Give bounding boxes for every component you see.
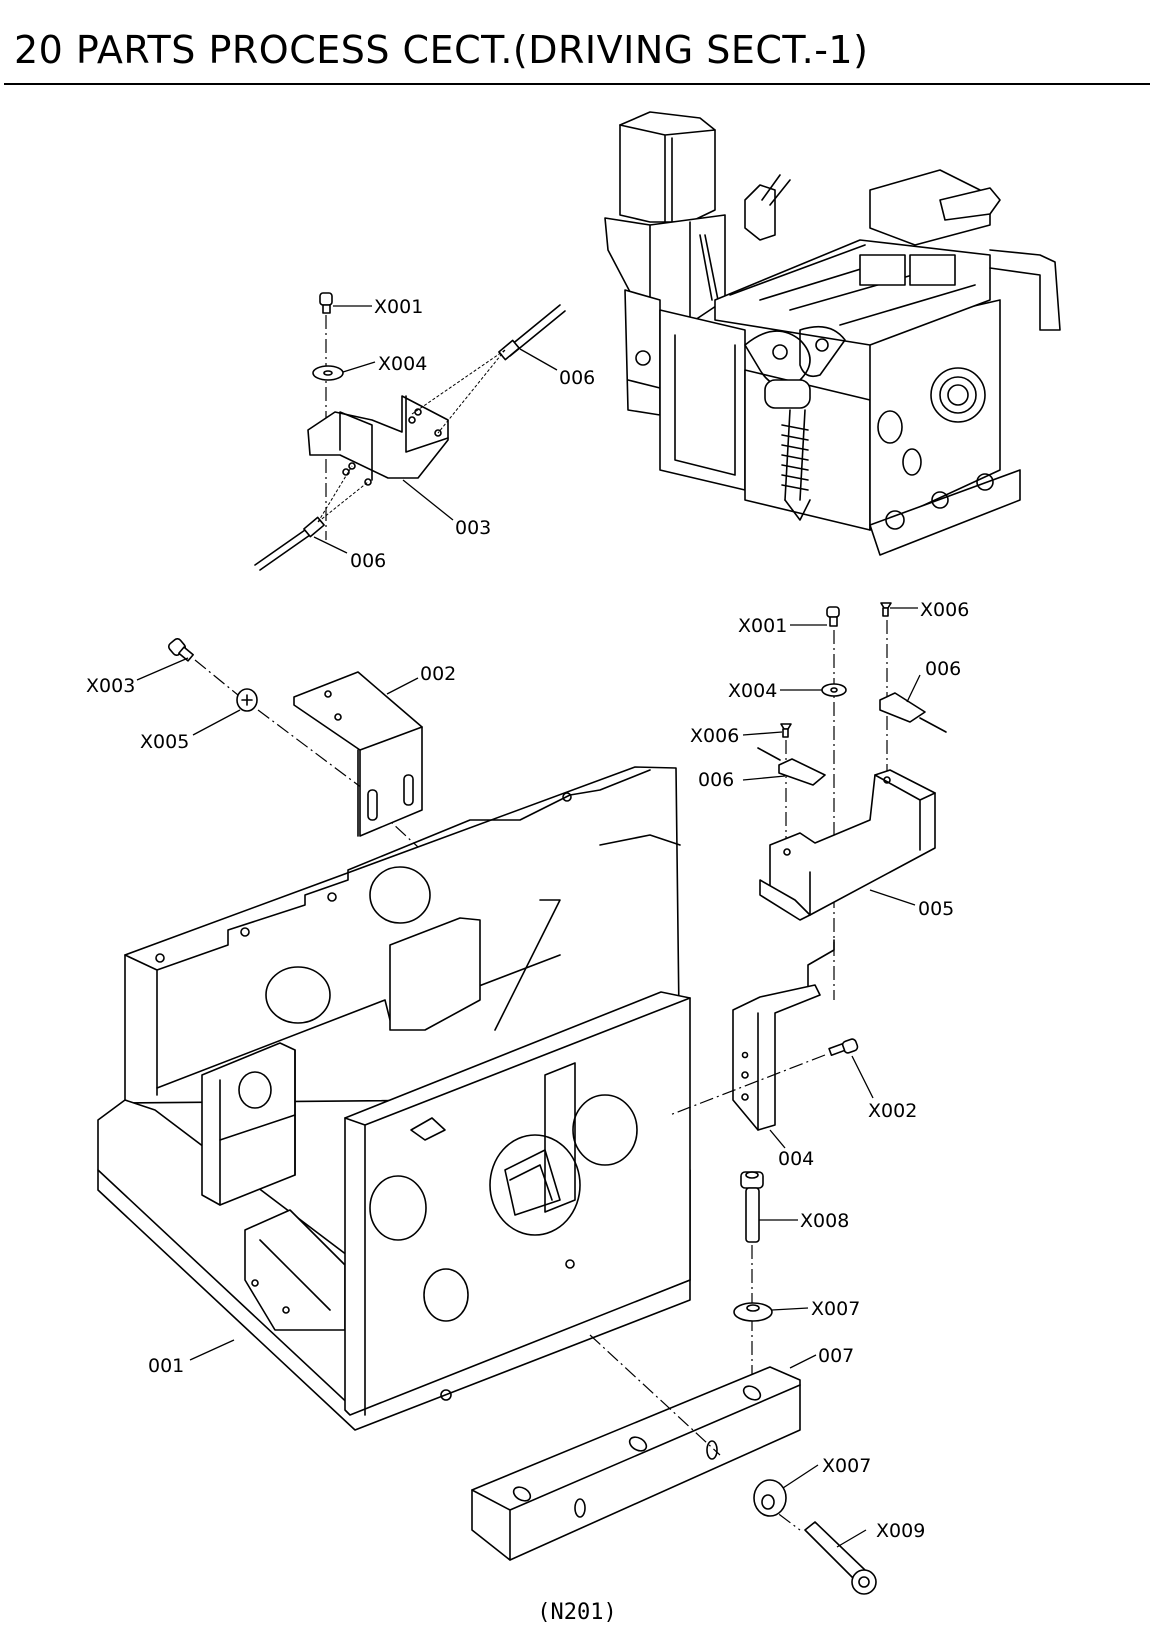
callout-006-right-sensor: 006 — [925, 658, 961, 680]
callout-003: 003 — [455, 517, 491, 539]
callout-x005: X005 — [140, 731, 189, 753]
part-002-bracket-group — [167, 637, 432, 860]
part-005-004-group — [670, 603, 946, 1130]
part-001-main-frame — [98, 767, 690, 1430]
callout-x009: X009 — [876, 1520, 925, 1542]
callout-x001-upper: X001 — [374, 296, 423, 318]
callout-001: 001 — [148, 1355, 184, 1377]
callout-002: 002 — [420, 663, 456, 685]
callout-004: 004 — [778, 1148, 814, 1170]
callout-x003: X003 — [86, 675, 135, 697]
callout-x007-lower: X007 — [822, 1455, 871, 1477]
callout-x004-upper: X004 — [378, 353, 427, 375]
callout-x006-lower: X006 — [690, 725, 739, 747]
callout-007: 007 — [818, 1345, 854, 1367]
callout-005: 005 — [918, 898, 954, 920]
callout-x004-lower: X004 — [728, 680, 777, 702]
callout-x006-upper: X006 — [920, 599, 969, 621]
callout-x002: X002 — [868, 1100, 917, 1122]
assembled-machine-illustration — [605, 112, 1060, 555]
callout-006-left-sensor: 006 — [698, 769, 734, 791]
callout-x008: X008 — [800, 1210, 849, 1232]
callout-006-lower-left: 006 — [350, 550, 386, 572]
callout-x007-upper: X007 — [811, 1298, 860, 1320]
callout-006-upper-right: 006 — [559, 367, 595, 389]
part-003-bracket-group — [255, 293, 565, 570]
drawing-code: (N201) — [0, 1600, 1154, 1625]
callout-x001-lower: X001 — [738, 615, 787, 637]
